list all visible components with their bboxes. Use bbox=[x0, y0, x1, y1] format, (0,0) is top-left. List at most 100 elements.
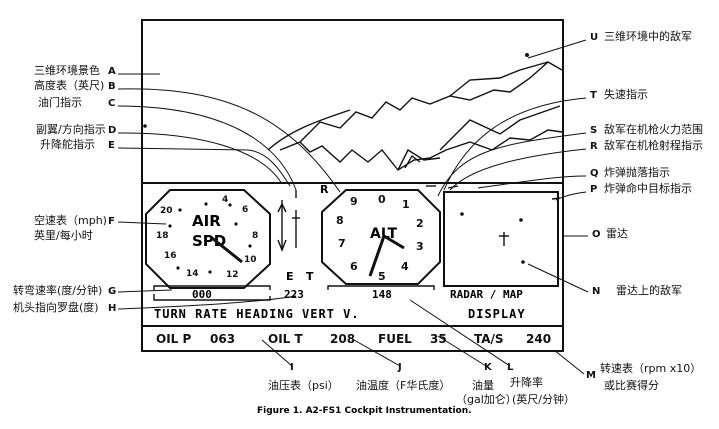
fuel-label: FUEL bbox=[378, 332, 412, 346]
alt-short-needle-icon bbox=[383, 234, 405, 250]
alt-tick-7: 7 bbox=[338, 237, 346, 250]
callout-q-text: 炸弹抛落指示 bbox=[604, 165, 670, 179]
callout-f-text-2: 英里/每小时 bbox=[34, 228, 93, 242]
callout-g-letter: G bbox=[108, 286, 116, 297]
callout-a-letter: A bbox=[108, 66, 116, 77]
callout-f-text: 空速表（mph) bbox=[34, 213, 107, 227]
callout-i-letter: I bbox=[290, 362, 294, 373]
oil-p-value: 063 bbox=[210, 332, 235, 346]
alt-tick-4: 4 bbox=[401, 260, 409, 273]
figure-caption: Figure 1. A2-FS1 Cockpit Instrumentation… bbox=[257, 406, 472, 416]
callout-m-text-2: 或比赛得分 bbox=[604, 378, 659, 392]
alt-long-needle-icon bbox=[368, 235, 386, 277]
alt-tick-0: 0 bbox=[378, 193, 386, 206]
alt-tick-2: 2 bbox=[416, 217, 424, 230]
callout-f-letter: F bbox=[108, 216, 115, 227]
airspeed-tick-10: 10 bbox=[244, 255, 257, 265]
callout-t-text: 失速指示 bbox=[604, 87, 648, 101]
turn-rate-value: 000 bbox=[192, 288, 212, 301]
callout-b-text: 高度表（英尺) bbox=[34, 78, 104, 92]
airspeed-tick-18: 18 bbox=[156, 231, 169, 241]
oil-t-label: OIL T bbox=[268, 332, 303, 346]
callout-p-letter: P bbox=[590, 184, 597, 195]
radar-display bbox=[443, 191, 559, 287]
altimeter-gauge: 0 1 2 3 4 5 6 7 8 9 ALT bbox=[321, 189, 441, 285]
callout-c-text: 油门指示 bbox=[38, 95, 82, 109]
throttle-marker-icon bbox=[143, 124, 147, 128]
airspeed-tick-4: 4 bbox=[222, 195, 228, 205]
callout-l-text: 升降率 bbox=[510, 375, 543, 389]
alt-tick-8: 8 bbox=[336, 214, 344, 227]
elevator-trim-indicator bbox=[277, 190, 300, 252]
callout-k-letter: K bbox=[484, 362, 493, 373]
callout-p-text: 炸弹命中目标指示 bbox=[604, 181, 692, 195]
vert-value: 148 bbox=[372, 288, 392, 301]
callout-u-letter: U bbox=[590, 32, 598, 43]
callouts-bottom: I 油压表（psi） J 油温度（F华氏度） K 油量 （gal加仑） L 升降… bbox=[268, 361, 701, 406]
callouts-left: 三维环境景色 A 高度表（英尺) B 油门指示 C 副翼/方向指示 D 升降舵指… bbox=[13, 63, 116, 314]
callout-l-letter: L bbox=[507, 362, 514, 373]
callout-d-letter: D bbox=[108, 125, 116, 136]
airspeed-tick-14: 14 bbox=[186, 269, 199, 279]
instrument-row-label: TURN RATE HEADING VERT V. bbox=[154, 307, 360, 321]
callout-c-letter: C bbox=[108, 98, 115, 109]
callouts-right: U 三维环境中的敌军 T 失速指示 S 敌军在机枪火力范围 R 敌军在机枪射程指… bbox=[590, 29, 703, 297]
display-label: DISPLAY bbox=[468, 307, 526, 321]
callout-b-letter: B bbox=[108, 81, 116, 92]
alt-tick-6: 6 bbox=[350, 260, 358, 273]
callout-o-text: 雷达 bbox=[606, 227, 628, 240]
callout-t-letter: T bbox=[590, 90, 597, 101]
alt-tick-9: 9 bbox=[350, 195, 358, 208]
engine-gauges: OIL P 063 OIL T 208 FUEL 35 TA/S 240 bbox=[156, 332, 551, 346]
radar-enemy-icon bbox=[460, 212, 464, 216]
airspeed-tick-12: 12 bbox=[226, 270, 239, 280]
callout-q-letter: Q bbox=[590, 168, 599, 179]
callout-i-text: 油压表（psi） bbox=[268, 378, 339, 392]
fuel-value: 35 bbox=[430, 332, 447, 346]
radar-own-aircraft-icon bbox=[499, 232, 509, 246]
airspeed-label-air: AIR bbox=[192, 212, 221, 230]
callout-h-text: 机头指向罗盘(度) bbox=[13, 300, 99, 314]
elevator-t: T bbox=[306, 270, 314, 283]
callout-s-text: 敌军在机枪火力范围 bbox=[604, 122, 703, 136]
airspeed-needle-icon bbox=[211, 236, 243, 264]
airspeed-gauge: 4 6 8 10 12 14 16 18 20 AIR SPD bbox=[145, 189, 271, 289]
enemy-3d-marker-icon bbox=[525, 53, 529, 57]
callout-l-text-2: (英尺/分钟） bbox=[512, 392, 575, 406]
alt-tick-5: 5 bbox=[378, 270, 386, 283]
callout-r-text: 敌军在机枪射程指示 bbox=[604, 138, 703, 152]
callout-u-text: 三维环境中的敌军 bbox=[604, 29, 692, 43]
callout-s-letter: S bbox=[590, 125, 597, 136]
radar-enemy-icon bbox=[521, 260, 525, 264]
callout-j-letter: J bbox=[397, 362, 402, 373]
callout-d-text: 副翼/方向指示 bbox=[36, 122, 106, 136]
alt-tick-1: 1 bbox=[402, 198, 410, 211]
callout-k-text: 油量 bbox=[472, 378, 494, 392]
callout-m-text: 转速表（rpm x10） bbox=[600, 361, 701, 375]
callout-m-letter: M bbox=[586, 370, 596, 381]
r-marker: R bbox=[320, 183, 329, 196]
callout-n-letter: N bbox=[592, 286, 600, 297]
callout-n-text: 雷达上的敌军 bbox=[616, 283, 682, 297]
airspeed-tick-6: 6 bbox=[242, 205, 248, 215]
callout-e-letter: E bbox=[108, 140, 115, 151]
airspeed-label-spd: SPD bbox=[192, 232, 226, 250]
tas-label: TA/S bbox=[474, 332, 504, 346]
scenery-3d bbox=[267, 61, 563, 171]
callout-j-text: 油温度（F华氏度） bbox=[356, 378, 450, 392]
heading-value: 223 bbox=[284, 288, 304, 301]
callout-a-text: 三维环境景色 bbox=[34, 63, 100, 77]
airspeed-tick-8: 8 bbox=[252, 231, 258, 241]
oil-t-value: 208 bbox=[330, 332, 355, 346]
airspeed-tick-20: 20 bbox=[160, 206, 173, 216]
callout-e-text: 升降舵指示 bbox=[40, 137, 95, 151]
tas-value: 240 bbox=[526, 332, 551, 346]
airspeed-tick-16: 16 bbox=[164, 251, 177, 261]
radar-enemy-icon bbox=[519, 218, 523, 222]
radar-map-label: RADAR / MAP bbox=[450, 288, 523, 301]
alt-label: ALT bbox=[370, 226, 397, 242]
callout-g-text: 转弯速率(度/分钟) bbox=[13, 283, 102, 297]
callout-h-letter: H bbox=[108, 303, 116, 314]
callout-o-letter: O bbox=[592, 229, 601, 240]
